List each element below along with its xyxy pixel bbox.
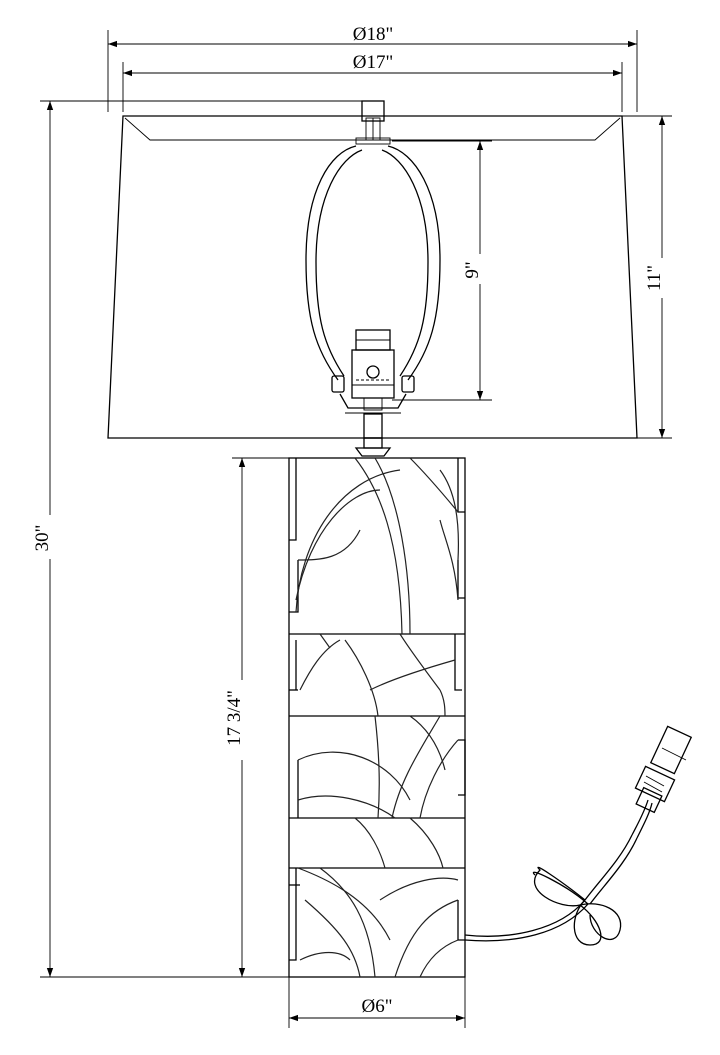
dim-label-base-width: Ø6": [362, 996, 393, 1017]
lamp-shade: [107, 115, 638, 439]
dim-label-shade-outer: Ø18": [353, 24, 393, 45]
socket: [331, 329, 415, 414]
neck: [354, 413, 392, 457]
dim-harp-height: 9": [392, 140, 494, 401]
dim-shade-height: 11": [622, 115, 676, 439]
dim-base-width: Ø6": [288, 977, 466, 1028]
dim-label-overall-height: 30": [32, 525, 53, 552]
dim-label-shade-height: 11": [644, 265, 665, 291]
lamp-base: [288, 457, 466, 978]
dim-shade-inner: Ø17": [122, 52, 623, 112]
dim-shade-outer: Ø18": [107, 24, 638, 112]
harp: [305, 145, 441, 381]
dim-label-base-height: 17 3/4": [224, 690, 245, 746]
dim-label-harp-height: 9": [462, 261, 483, 278]
plug: [634, 725, 693, 814]
dim-overall-height: 30": [32, 100, 362, 978]
power-cord: [464, 799, 653, 946]
dim-base-height: 17 3/4": [224, 457, 289, 977]
finial: [355, 100, 391, 145]
dim-label-shade-inner: Ø17": [353, 52, 393, 73]
